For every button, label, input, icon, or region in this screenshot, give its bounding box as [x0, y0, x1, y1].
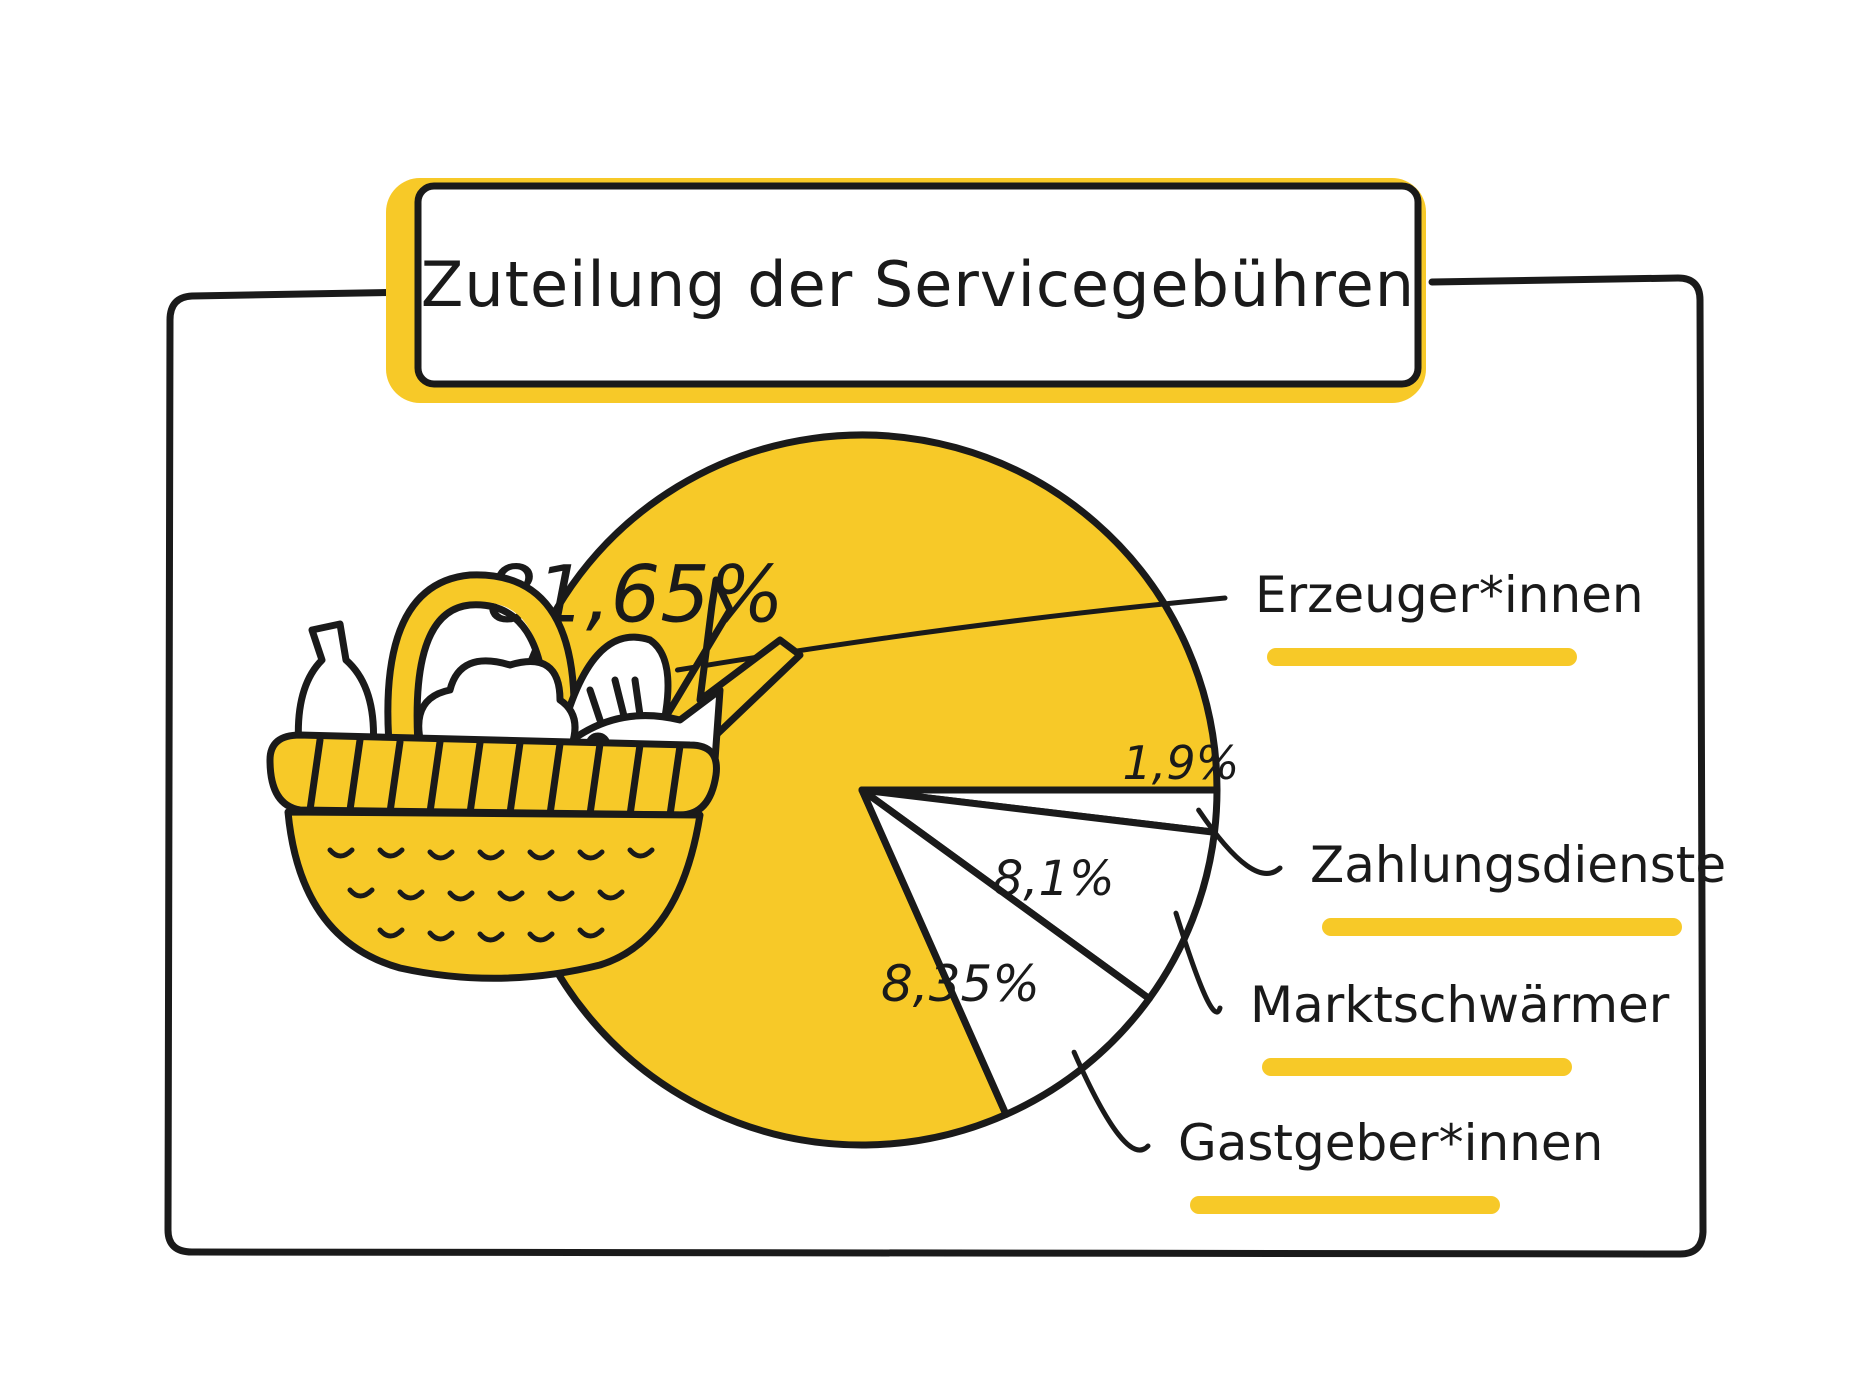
- outer-frame: [164, 274, 1707, 1258]
- legend-underline: [1190, 1196, 1500, 1214]
- title-box: Zuteilung der Servicegebühren: [386, 178, 1426, 403]
- title-frame: [414, 182, 1422, 388]
- legend-label: Marktschwärmer: [1250, 976, 1670, 1034]
- basket-rim: [266, 731, 720, 819]
- slice-value-label: 1,9%: [1122, 736, 1239, 790]
- pie-slice-4: [858, 786, 1153, 1118]
- slice-value-label: 8,35%: [881, 955, 1040, 1013]
- pie-slice-3: [858, 786, 1218, 1003]
- leader-line: [1196, 807, 1283, 876]
- legend-underline: [1262, 1058, 1572, 1076]
- slice-value-label: 8,1%: [993, 851, 1115, 907]
- chart-title: Zuteilung der Servicegebühren: [421, 248, 1415, 321]
- leader-line: [1071, 1049, 1151, 1153]
- legend-label: Erzeuger*innen: [1255, 566, 1644, 624]
- legend-label: Gastgeber*innen: [1178, 1114, 1603, 1172]
- leek-icon: [636, 576, 804, 764]
- basket-handle-outline: [384, 571, 578, 809]
- leader-line: [1173, 910, 1223, 1015]
- legend-underline: [1322, 918, 1682, 936]
- legend-label: Zahlungsdienste: [1310, 836, 1726, 894]
- basket-illustration: [266, 571, 804, 982]
- basket-weave: [327, 847, 655, 943]
- pie-chart: 81,65%1,9%8,1%8,35%: [487, 431, 1239, 1149]
- basket-rim-stripes: [306, 736, 684, 819]
- legend-underline: [1267, 648, 1577, 666]
- basket-handle: [389, 576, 573, 818]
- legend: Erzeuger*innenZahlungsdiensteMarktschwär…: [674, 566, 1726, 1214]
